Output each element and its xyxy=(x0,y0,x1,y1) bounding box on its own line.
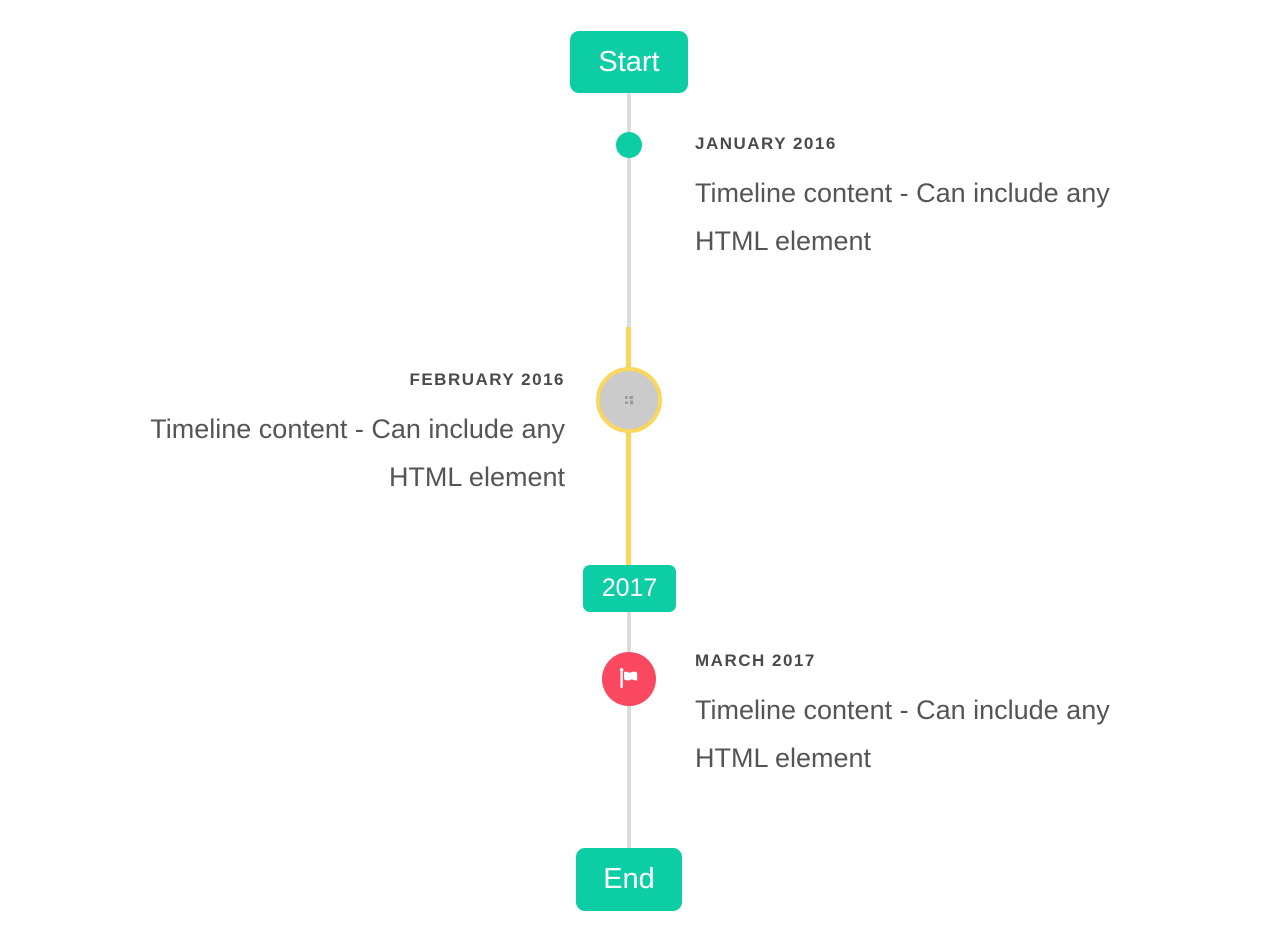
start-badge-label: Start xyxy=(598,45,660,78)
event-february-2016: FEBRUARY 2016 Timeline content - Can inc… xyxy=(25,369,565,501)
broken-image-icon xyxy=(624,395,633,404)
event-title: FEBRUARY 2016 xyxy=(409,370,565,389)
event-title: JANUARY 2016 xyxy=(695,134,837,153)
year-badge: 2017 xyxy=(583,565,676,612)
event-content: Timeline content - Can include any HTML … xyxy=(695,686,1235,782)
event-title: MARCH 2017 xyxy=(695,651,816,670)
event-image-marker xyxy=(596,367,662,433)
end-badge-label: End xyxy=(603,863,655,895)
event-content-line: HTML element xyxy=(388,462,565,492)
event-content-line: HTML element xyxy=(695,743,872,773)
event-dot-marker xyxy=(616,132,642,158)
year-badge-label: 2017 xyxy=(601,574,658,602)
event-march-2017: MARCH 2017 Timeline content - Can includ… xyxy=(695,650,1235,782)
start-badge: Start xyxy=(570,31,688,93)
flag-icon xyxy=(619,668,638,689)
event-content-line: HTML element xyxy=(695,226,872,256)
timeline-line-highlight xyxy=(626,327,631,567)
event-content-line: Timeline content - Can include any xyxy=(695,695,1110,725)
event-content-line: Timeline content - Can include any xyxy=(695,178,1110,208)
event-flag-marker xyxy=(602,652,656,706)
event-content-line: Timeline content - Can include any xyxy=(150,414,565,444)
event-content: Timeline content - Can include any HTML … xyxy=(695,169,1235,265)
event-content: Timeline content - Can include any HTML … xyxy=(25,405,565,501)
event-january-2016: JANUARY 2016 Timeline content - Can incl… xyxy=(695,133,1235,265)
end-badge: End xyxy=(576,848,682,911)
